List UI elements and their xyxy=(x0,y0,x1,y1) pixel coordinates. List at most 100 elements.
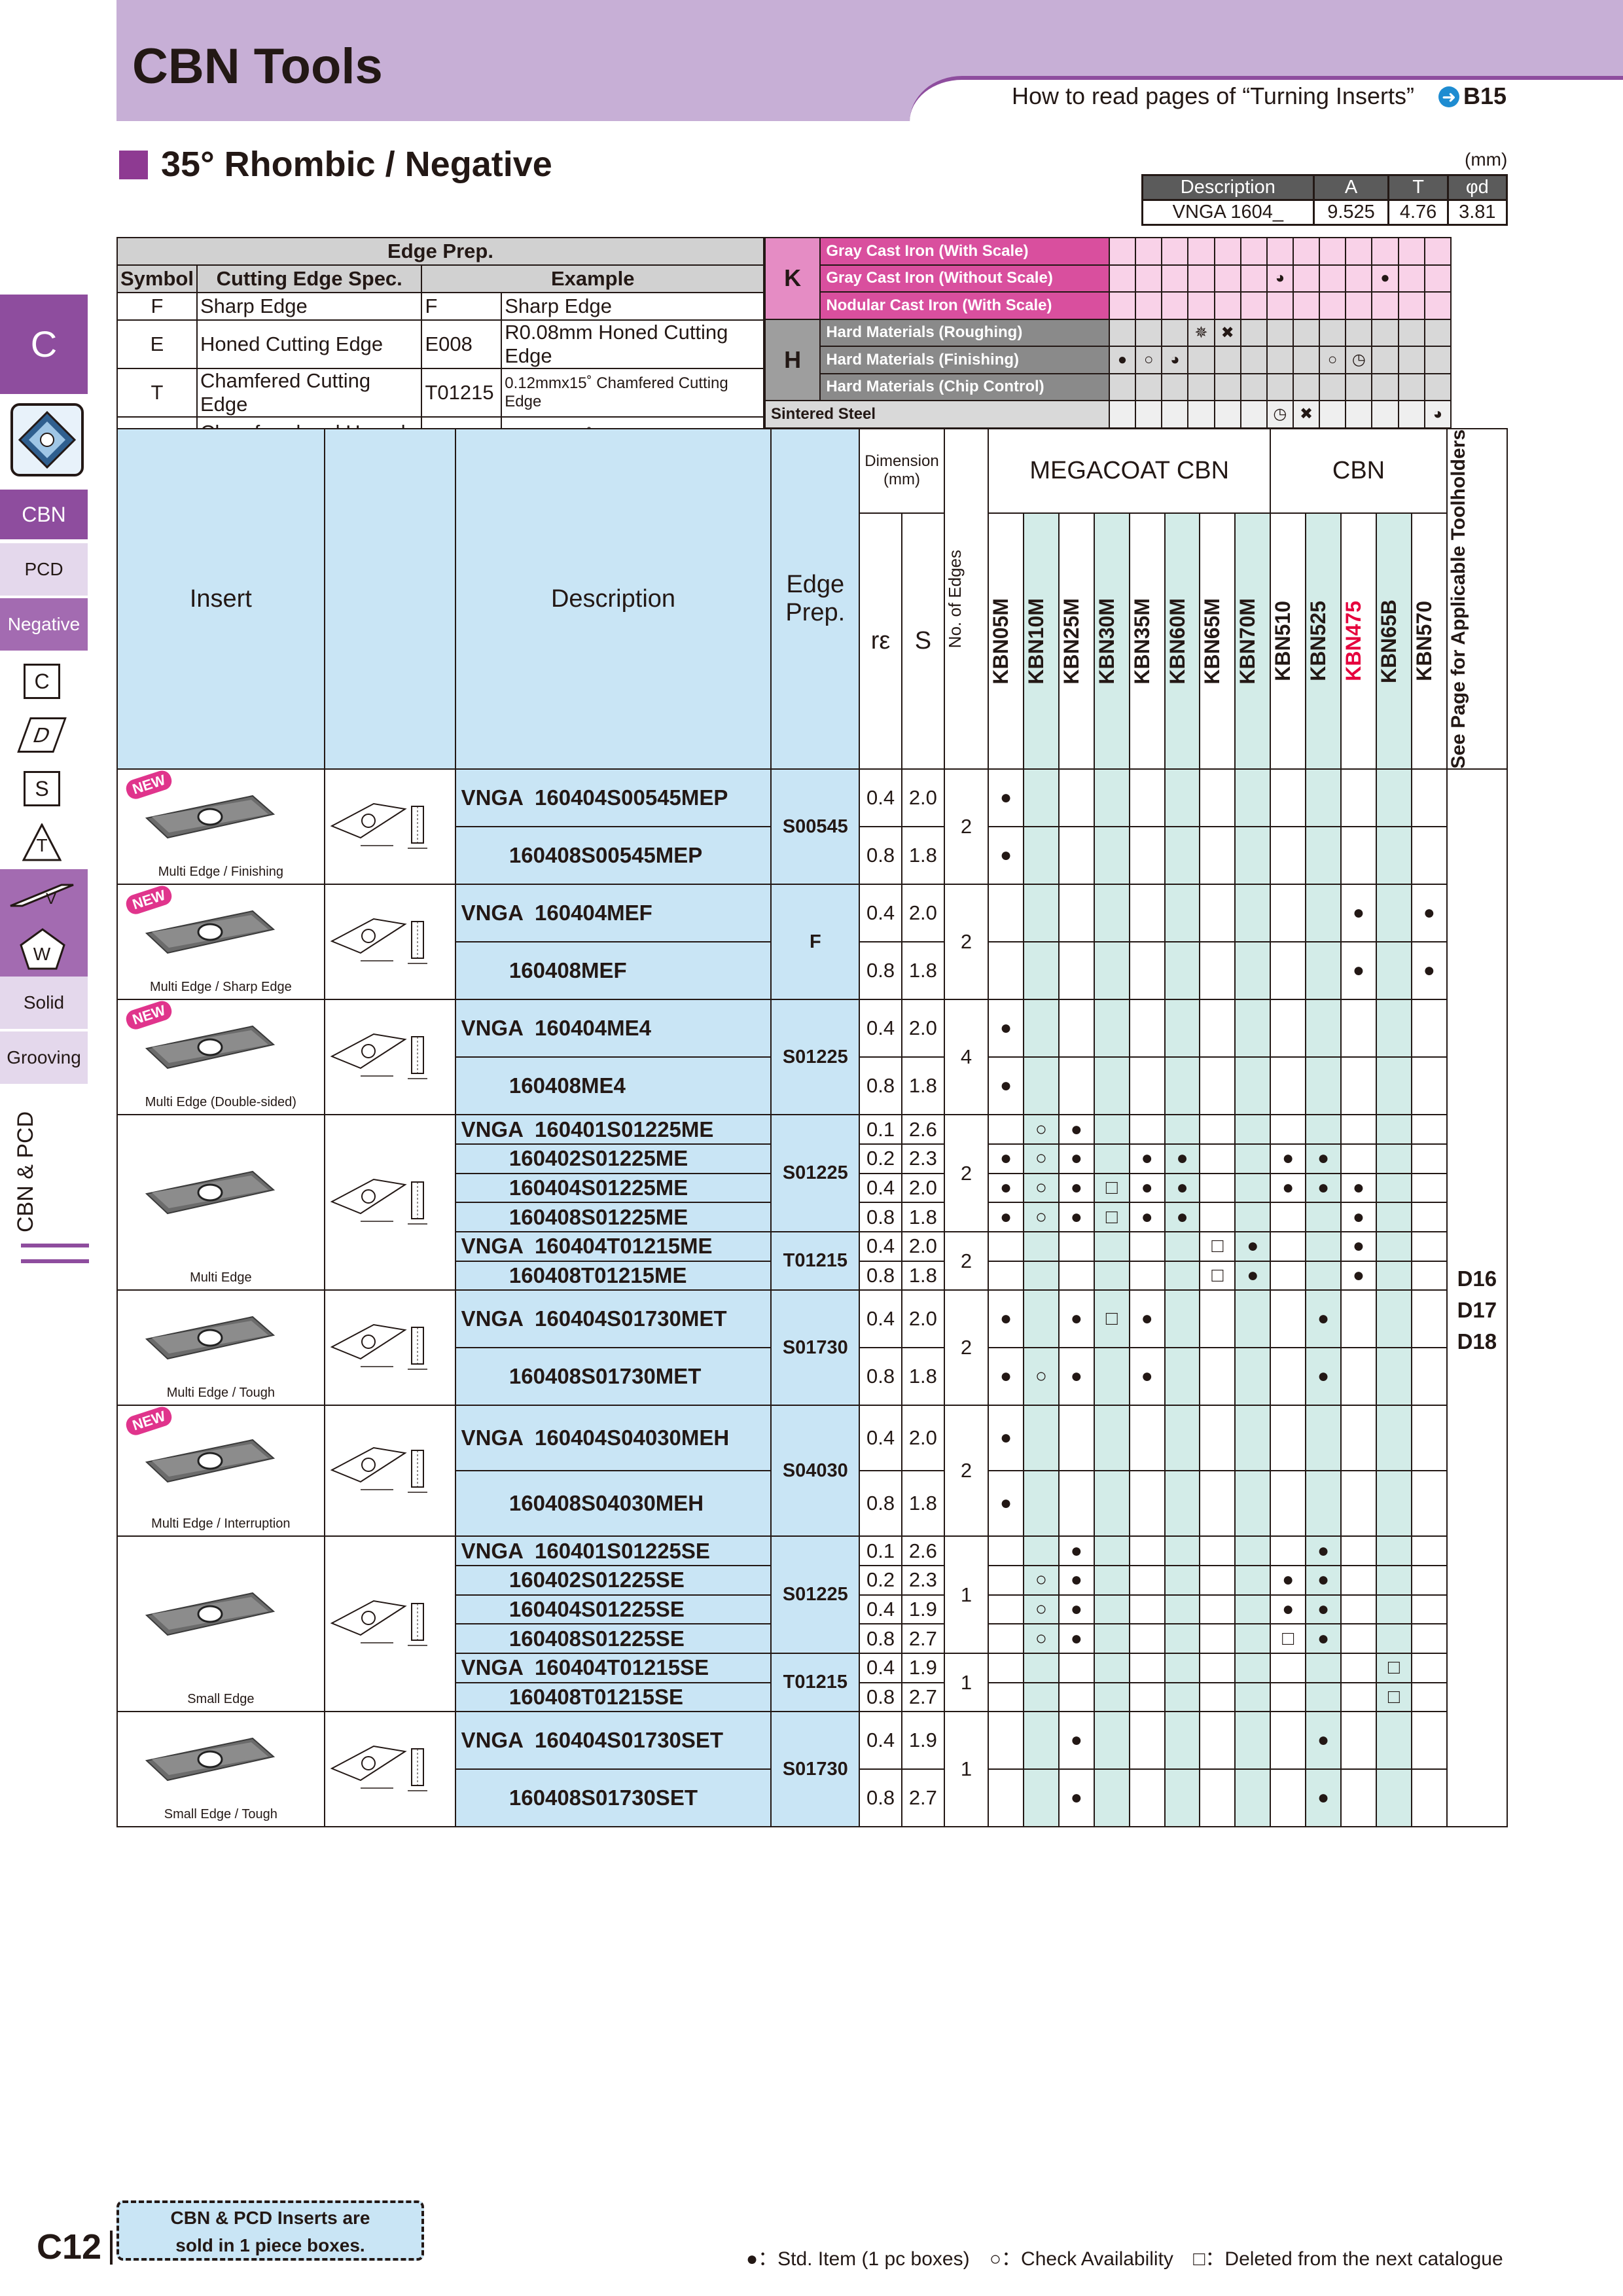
grade-availability-mark xyxy=(1023,999,1060,1058)
side-shape-s[interactable]: S xyxy=(0,762,88,816)
ref-page-link[interactable]: D18 xyxy=(1457,1329,1497,1354)
grade-availability-mark xyxy=(1199,1289,1236,1349)
howto-link[interactable]: How to read pages of “Turning Inserts” xyxy=(1012,82,1414,109)
cbn-insert-icon[interactable] xyxy=(10,403,84,476)
grade-availability-mark xyxy=(1199,1535,1236,1567)
edge-prep-code: T01215 xyxy=(770,1652,861,1713)
insert-description[interactable]: 160408S01225ME xyxy=(454,1202,772,1233)
insert-description[interactable]: VNGA 160404S04030MEH xyxy=(454,1405,772,1472)
wm-mark xyxy=(1345,400,1373,429)
grade-availability-mark xyxy=(1023,1711,1060,1770)
grade-availability-mark xyxy=(1164,941,1201,1001)
grade-label: KBN570 xyxy=(1412,601,1436,682)
grade-availability-mark xyxy=(1234,768,1272,828)
grade-availability-mark xyxy=(1270,1114,1307,1145)
grade-availability-mark xyxy=(1234,1114,1272,1145)
insert-description[interactable]: 160402S01225SE xyxy=(454,1565,772,1596)
grade-availability-mark xyxy=(1093,1114,1130,1145)
howto-ref[interactable]: B15 xyxy=(1463,82,1507,109)
side-shape-t[interactable]: T xyxy=(0,816,88,869)
grade-availability-mark xyxy=(1305,884,1342,943)
grade-availability-mark xyxy=(1234,1172,1272,1204)
insert-description[interactable]: 160408S01225SE xyxy=(454,1623,772,1654)
side-tab-pcd[interactable]: PCD xyxy=(0,543,88,596)
ref-page-link[interactable]: D17 xyxy=(1457,1298,1497,1323)
dim-cell: 9.525 xyxy=(1312,199,1390,226)
grade-availability-mark: ● xyxy=(988,1289,1025,1349)
side-decoration xyxy=(21,1244,89,1263)
grade-availability-mark xyxy=(1164,1623,1201,1654)
grade-availability-mark: ● xyxy=(1058,1535,1095,1567)
ref-page-link[interactable]: D16 xyxy=(1457,1266,1497,1291)
wm-mark xyxy=(1161,318,1189,347)
insert-description[interactable]: 160408T01215ME xyxy=(454,1260,772,1291)
dimension-re: 0.2 xyxy=(859,1565,902,1596)
insert-description[interactable]: VNGA 160404T01215ME xyxy=(454,1231,772,1262)
grade-availability-mark xyxy=(1270,1289,1307,1349)
wm-mark xyxy=(1292,237,1321,266)
dimension-s: 1.9 xyxy=(901,1711,945,1770)
insert-description[interactable]: VNGA 160401S01225SE xyxy=(454,1535,772,1567)
insert-description[interactable]: 160408ME4 xyxy=(454,1056,772,1116)
grade-availability-mark: ● xyxy=(1305,1172,1342,1204)
side-shape-c[interactable]: C xyxy=(0,655,88,708)
grade-availability-mark xyxy=(1340,1653,1377,1683)
grade-availability-mark xyxy=(1128,826,1166,886)
wm-mark xyxy=(1345,291,1373,320)
insert-description[interactable]: VNGA 160404S01730SET xyxy=(454,1711,772,1770)
insert-description[interactable]: 160404S01225SE xyxy=(454,1594,772,1625)
grade-availability-mark xyxy=(1023,768,1060,828)
insert-description[interactable]: VNGA 160404MEF xyxy=(454,884,772,943)
grade-availability-mark xyxy=(1128,1594,1166,1625)
ep-example: 0.12mmx15˚ Chamfered Cutting Edge xyxy=(501,368,764,418)
side-shape-d[interactable]: D xyxy=(0,708,88,762)
insert-description[interactable]: VNGA 160404T01215SE xyxy=(454,1653,772,1683)
wm-material-name: Nodular Cast Iron (With Scale) xyxy=(819,291,1110,320)
insert-description[interactable]: 160408S00545MEP xyxy=(454,826,772,886)
insert-description[interactable]: 160402S01225ME xyxy=(454,1143,772,1174)
grade-availability-mark xyxy=(1164,884,1201,943)
insert-description[interactable]: 160408T01215SE xyxy=(454,1681,772,1713)
insert-description[interactable]: 160408S01730MET xyxy=(454,1347,772,1407)
grade-header: KBN25M xyxy=(1058,512,1095,770)
grade-availability-mark: ● xyxy=(1164,1143,1201,1174)
grade-header: KBN65B xyxy=(1375,512,1412,770)
side-tab-c[interactable]: C xyxy=(0,295,88,394)
insert-description[interactable]: 160408S04030MEH xyxy=(454,1470,772,1537)
insert-photo-cell: Small Edge xyxy=(116,1535,325,1713)
side-tab-cbn[interactable]: CBN xyxy=(0,490,88,539)
shape-v-icon: V xyxy=(10,878,74,914)
side-shape-v[interactable]: V xyxy=(0,869,88,923)
edge-count: 2 xyxy=(943,768,990,886)
grade-availability-mark xyxy=(1375,1260,1412,1291)
grade-availability-mark xyxy=(1305,999,1342,1058)
side-shape-w[interactable]: W xyxy=(0,923,88,977)
grade-availability-mark xyxy=(1375,1768,1412,1828)
dimension-s: 2.7 xyxy=(901,1768,945,1828)
grade-label: KBN60M xyxy=(1165,598,1189,685)
wm-mark xyxy=(1319,291,1347,320)
wm-mark xyxy=(1108,400,1137,429)
side-tab-grooving[interactable]: Grooving xyxy=(0,1031,88,1084)
grade-availability-mark xyxy=(1375,826,1412,886)
side-tab-negative[interactable]: Negative xyxy=(0,598,88,651)
insert-description[interactable]: VNGA 160404ME4 xyxy=(454,999,772,1058)
shape-w-label: W xyxy=(33,944,51,964)
insert-drawing-cell xyxy=(323,1405,456,1537)
insert-description[interactable]: VNGA 160404S01730MET xyxy=(454,1289,772,1349)
grade-availability-mark xyxy=(1375,1470,1412,1537)
insert-description[interactable]: 160404S01225ME xyxy=(454,1172,772,1204)
grade-availability-mark xyxy=(1128,1260,1166,1291)
insert-description[interactable]: VNGA 160404S00545MEP xyxy=(454,768,772,828)
arrow-right-icon[interactable]: ➜ xyxy=(1438,86,1459,107)
insert-description[interactable]: 160408MEF xyxy=(454,941,772,1001)
dim-cell: 3.81 xyxy=(1446,199,1508,226)
grade-availability-mark xyxy=(1199,1114,1236,1145)
side-vertical-label: CBN & PCD xyxy=(13,1111,38,1232)
grade-availability-mark: ● xyxy=(988,1347,1025,1407)
insert-description[interactable]: VNGA 160401S01225ME xyxy=(454,1114,772,1145)
insert-description[interactable]: 160408S01730SET xyxy=(454,1768,772,1828)
side-tab-solid[interactable]: Solid xyxy=(0,977,88,1029)
grade-availability-mark xyxy=(1093,826,1130,886)
